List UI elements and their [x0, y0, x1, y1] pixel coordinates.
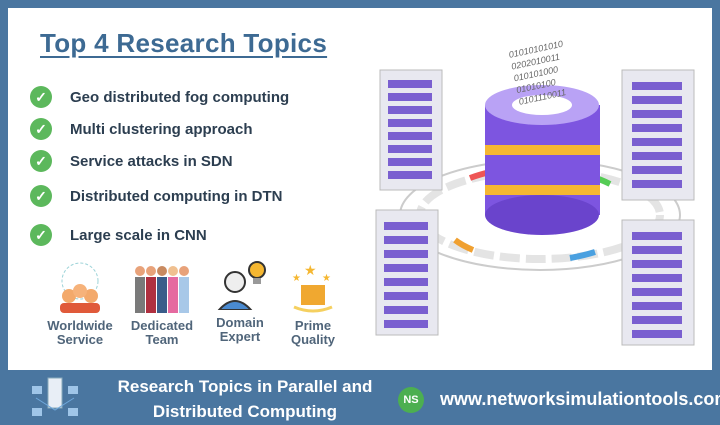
topic-item: ✓Service attacks in SDN	[30, 150, 233, 172]
binary-stream: 01010101010 0202010011 010101000 0101010…	[508, 39, 567, 107]
svg-text:★: ★	[292, 273, 301, 284]
globe-people-icon	[35, 258, 125, 313]
topic-item: ✓Large scale in CNN	[30, 224, 207, 246]
topic-item: ✓Geo distributed fog computing	[30, 86, 289, 108]
distributed-computing-illustration: 01010101010 0202010011 010101000 0101010…	[375, 39, 695, 346]
server-rack-icon	[379, 69, 443, 191]
server-network-icon	[32, 377, 78, 416]
quality-stars-icon: ★★★	[268, 258, 358, 313]
svg-text:★: ★	[304, 262, 317, 278]
team-icon	[117, 258, 207, 313]
ns-logo: NS	[398, 387, 424, 413]
check-icon: ✓	[30, 185, 52, 207]
page-title: Top 4 Research Topics	[40, 28, 328, 58]
server-rack-icon	[621, 219, 695, 346]
check-icon: ✓	[30, 224, 52, 246]
check-icon: ✓	[30, 150, 52, 172]
server-rack-icon	[375, 209, 439, 336]
check-icon: ✓	[30, 118, 52, 140]
svg-text:★: ★	[322, 273, 331, 284]
topic-item: ✓Multi clustering approach	[30, 118, 253, 140]
check-icon: ✓	[30, 86, 52, 108]
database-icon	[485, 85, 600, 235]
expert-lightbulb-icon	[195, 255, 285, 310]
topic-item: ✓Distributed computing in DTN	[30, 185, 282, 207]
server-rack-icon	[621, 69, 695, 201]
website-link[interactable]: www.networksimulationtools.com	[440, 389, 720, 409]
